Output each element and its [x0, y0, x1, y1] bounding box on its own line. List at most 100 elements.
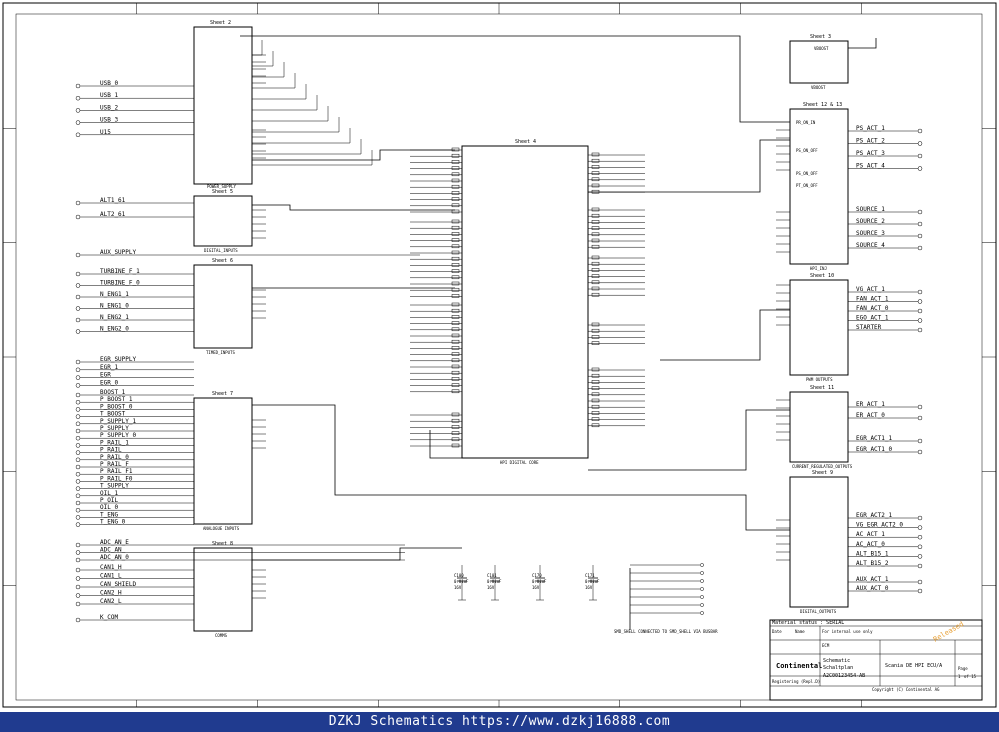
core-pin-marker [591, 232, 600, 237]
fanout-pin [700, 587, 704, 591]
core-pin-marker [451, 281, 460, 286]
net-label: P_RAIL_0 [100, 454, 129, 461]
material-status: Material status : SERIAL [772, 620, 844, 626]
left-net-row: CAN2_L [75, 598, 194, 607]
left-net-row: T_ENG [75, 511, 194, 520]
cap-label: C171 [585, 573, 595, 578]
net-label: PS_ACT_3 [856, 150, 885, 157]
connector-pin [917, 128, 923, 134]
left-net-row: ADC_AN_ [75, 547, 405, 555]
wire-comms [252, 547, 462, 561]
core-pin-marker [591, 423, 600, 428]
right-net-row: PS_ACT_1 [848, 125, 923, 134]
fanout-pin [700, 595, 704, 599]
right-net-row: SOURCE_4 [848, 242, 923, 251]
net-label: ADC_AN_E [100, 539, 129, 546]
cap-label: 0.01uF [532, 579, 547, 584]
drawing-type-de: Schaltplan [823, 665, 853, 671]
net-label: N_ENG1_0 [100, 303, 129, 310]
ladder-wire [252, 84, 307, 100]
wire-core-pwm [660, 309, 790, 361]
vboost-block [789, 40, 849, 84]
core-pin-marker [591, 171, 600, 175]
right-net-row: EGR_ACT1_1 [848, 435, 923, 444]
net-label: P_RAIL_F [100, 461, 129, 468]
connector-pin [917, 233, 923, 239]
footer-banner: DZKJ Schematics https://www.dzkj16888.co… [0, 712, 999, 732]
fanout-pin [700, 579, 704, 583]
copyright: Copyright (C) Continental AG [872, 687, 940, 692]
connector-pin [917, 221, 923, 227]
connector-pin [917, 449, 923, 455]
right-net-row: EGR_ACT2_1 [848, 512, 923, 521]
ladder-wire [252, 106, 329, 122]
replaces-label: Registering (Repl.D) [772, 679, 820, 684]
ladder-wire [252, 139, 362, 155]
core-pin-marker [451, 412, 460, 417]
fanout-pin [700, 571, 704, 575]
core-pin-marker [591, 373, 600, 378]
net-label: TURBINE_F_0 [100, 280, 140, 287]
net-label: P_RAIL_1 [100, 439, 129, 446]
core-pin-marker [451, 225, 460, 230]
connector-pin [917, 588, 923, 594]
comms-caption: COMMS [215, 633, 228, 638]
ladder-wire [252, 51, 274, 67]
core-block [461, 145, 589, 459]
connector-pin [917, 563, 923, 569]
cap-label: 16V [487, 585, 495, 590]
net-label: EGR [100, 372, 111, 379]
net-label: USB_3 [100, 117, 118, 124]
digital-outputs-block [789, 476, 849, 608]
core-pin-marker [451, 203, 460, 208]
core-pin-marker [451, 308, 460, 313]
wire-ps-core [252, 149, 455, 161]
ps-on-off-label-1: PS_ON_OFF [796, 148, 818, 153]
sheet-number: 1 [958, 674, 961, 679]
ladder-wire [252, 150, 373, 166]
net-label: T_BOOST [100, 411, 126, 418]
left-net-row: USB_1 [75, 92, 194, 101]
left-connector-nets: USB_0USB_1USB_2USB_3U15ALT1_61ALT2_61AUX… [75, 80, 420, 623]
digital-outputs-title: Sheet 9 [812, 470, 833, 476]
net-label: ADC_AN_ [100, 547, 126, 554]
sheet-blocks: Sheet 2 POWER_SUPPLY Sheet 5 DIGITAL_INP… [193, 20, 853, 638]
core-pin-marker [451, 287, 460, 292]
vboost-title: Sheet 3 [810, 34, 831, 40]
left-net-row: OIL_1 [75, 490, 194, 499]
company-logo: Continental [776, 662, 822, 670]
left-net-row: OIL_0 [75, 504, 194, 513]
net-label: EGR_1 [100, 364, 118, 371]
ecm-label: ECM [822, 643, 830, 648]
core-pin-marker [451, 437, 460, 442]
right-net-row: FAN_ACT_0 [848, 305, 923, 314]
core-pin-marker [451, 269, 460, 273]
net-label: P_BOOST_0 [100, 403, 133, 410]
wire-core-hpi [588, 139, 790, 193]
net-label: EGR_SUPPLY [100, 356, 137, 363]
cap-label: 16V [585, 585, 593, 590]
left-net-row: CAN2_H [75, 590, 194, 598]
ladder-wire [252, 62, 285, 78]
hpi-inj-caption: HPI_INJ [810, 266, 827, 271]
wire-core-cr [588, 409, 790, 471]
cap-label: 0.01uF [585, 579, 600, 584]
left-net-row: ALT1_61 [75, 197, 194, 206]
core-pin-marker [591, 392, 600, 397]
core-pin-marker [591, 335, 600, 339]
footer-text: DZKJ Schematics https://www.dzkj16888.co… [328, 714, 671, 729]
core-pin-marker [451, 321, 460, 325]
core-pin-marker [451, 219, 460, 224]
core-pin-marker [451, 153, 460, 158]
left-net-row: N_ENG1_1 [75, 291, 194, 300]
net-label: OIL_1 [100, 490, 118, 497]
core-pin-marker [451, 147, 460, 152]
left-net-row: TURBINE_F_0 [75, 280, 194, 288]
schematic-sheet: .w{stroke:#000;stroke-width:0.8;fill:non… [2, 2, 997, 708]
net-label: PS_ACT_1 [856, 125, 885, 132]
digital-inputs-title: Sheet 5 [212, 189, 233, 195]
core-pin-marker [451, 383, 460, 387]
right-net-row: ER_ACT_1 [848, 401, 923, 410]
connector-pin [917, 544, 923, 550]
cap-label: 16V [454, 585, 462, 590]
